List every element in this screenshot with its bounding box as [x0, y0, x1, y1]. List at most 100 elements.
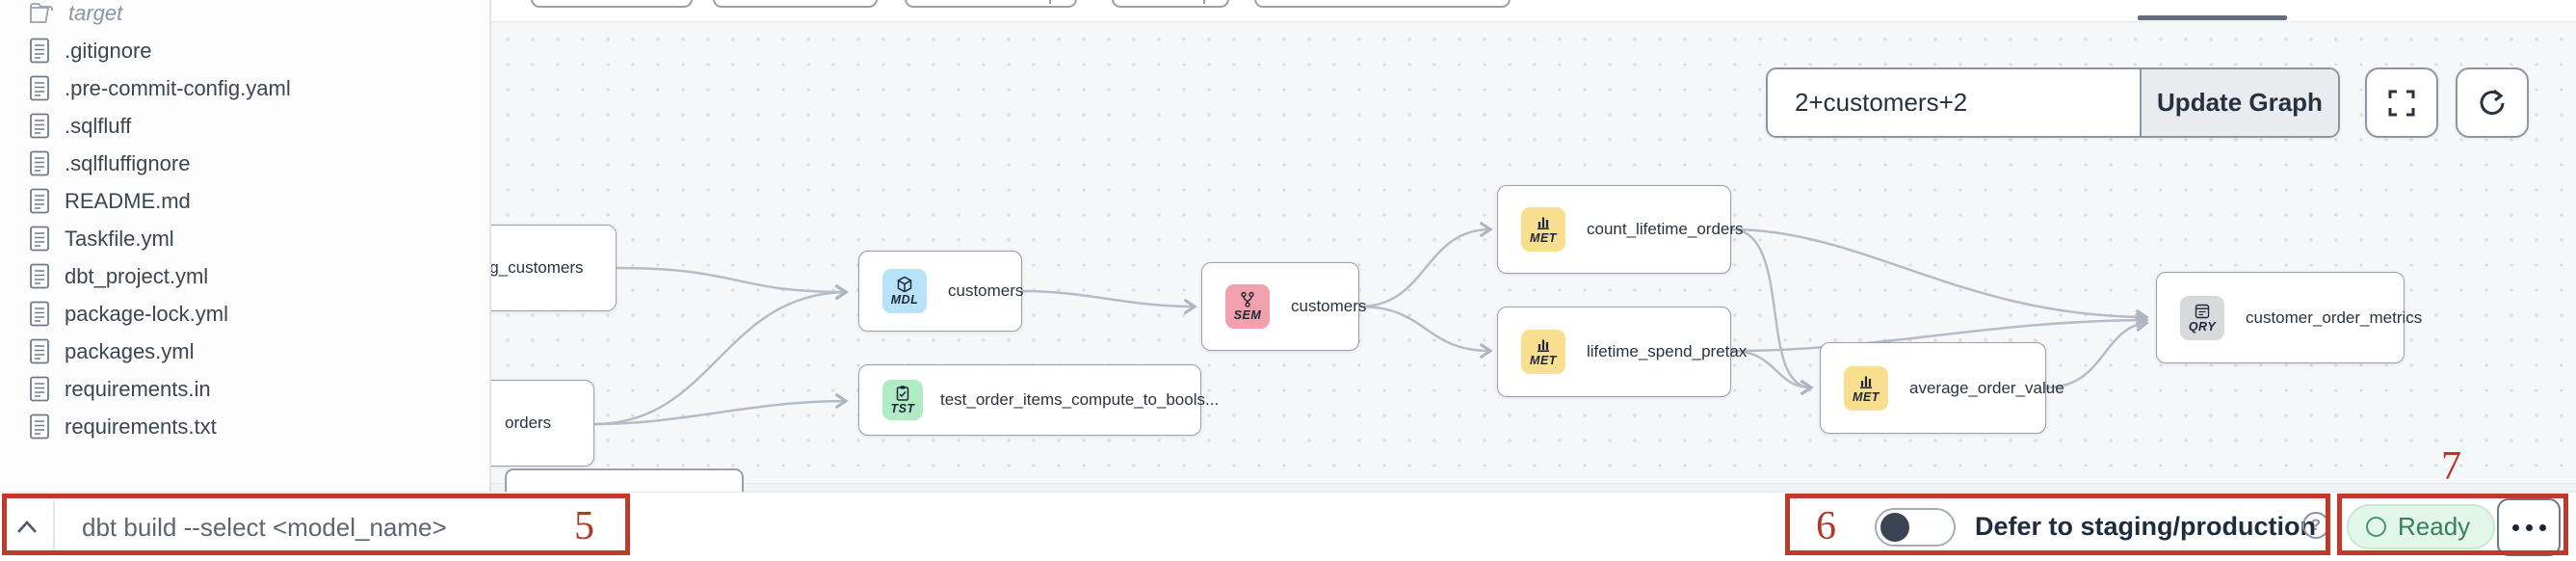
file-icon [29, 338, 50, 364]
file-icon [29, 414, 50, 440]
node-label: test_order_items_compute_to_bools... [940, 390, 1220, 409]
file-row[interactable]: .gitignore [0, 32, 489, 69]
file-name: .sqlfluffignore [65, 150, 191, 175]
ellipsis-icon [2538, 523, 2546, 531]
toolbar-button-cut-4[interactable] [1112, 0, 1229, 8]
badge-code: QRY [2188, 319, 2217, 334]
button-divider [1049, 0, 1051, 4]
lineage-node-test-order-items[interactable]: TST test_order_items_compute_to_bools... [858, 364, 1219, 436]
file-icon [29, 38, 50, 64]
node-label: customers [1291, 297, 1367, 315]
file-name: target [68, 0, 123, 25]
file-row-target[interactable]: target [0, 0, 489, 32]
folder-icon [29, 2, 54, 25]
test-badge: TST [882, 380, 923, 420]
bar-chart-icon [1860, 376, 1872, 388]
button-divider [1203, 0, 1205, 4]
update-graph-button[interactable]: Update Graph [2140, 69, 2338, 136]
refresh-icon [2480, 89, 2505, 115]
lineage-node-customers-model[interactable]: MDL customers [858, 251, 1024, 332]
more-options-button[interactable] [2497, 498, 2561, 556]
node-label: average_order_value [1909, 378, 2064, 397]
canvas-scrollbar-track[interactable] [489, 483, 2576, 493]
file-row[interactable]: Taskfile.yml [0, 220, 489, 257]
toolbar-button-cut-3[interactable] [905, 0, 1077, 8]
file-row[interactable]: dbt_project.yml [0, 257, 489, 295]
file-row[interactable]: requirements.txt [0, 408, 489, 445]
defer-toggle[interactable] [1875, 508, 1956, 547]
file-row[interactable]: README.md [0, 182, 489, 220]
clipboard-check-icon [896, 386, 909, 401]
command-bar: dbt build --select <model_name> [0, 492, 2576, 561]
query-window-icon [2195, 304, 2210, 318]
cube-icon [897, 276, 912, 293]
lineage-node-customers-semantic[interactable]: SEM customers [1201, 262, 1366, 351]
file-name: package-lock.yml [65, 301, 228, 326]
toggle-knob [1880, 513, 1909, 542]
bar-chart-icon [1538, 217, 1549, 230]
file-row[interactable]: requirements.in [0, 370, 489, 408]
node-label: customers [948, 281, 1024, 300]
file-icon [29, 376, 50, 402]
file-row[interactable]: .pre-commit-config.yaml [0, 69, 489, 107]
metric-badge: MET [1844, 365, 1888, 411]
file-row[interactable]: packages.yml [0, 333, 489, 370]
query-badge: QRY [2180, 295, 2224, 340]
refresh-button[interactable] [2456, 67, 2529, 138]
file-row[interactable]: .sqlfluffignore [0, 145, 489, 182]
bar-chart-icon [1538, 339, 1549, 353]
file-row[interactable]: .sqlfluff [0, 107, 489, 145]
file-icon [29, 188, 50, 214]
help-icon[interactable]: ? [2302, 512, 2329, 539]
badge-code: SEM [1233, 308, 1262, 323]
metric-badge: MET [1521, 207, 1565, 252]
file-icon [29, 301, 50, 327]
lineage-node-lifetime-spend-pretax[interactable]: MET lifetime_spend_pretax [1497, 307, 1747, 397]
file-icon [29, 150, 50, 176]
active-tab-indicator [2138, 15, 2287, 20]
file-icon [29, 263, 50, 289]
ellipsis-icon [2525, 523, 2533, 531]
branch-icon [1241, 292, 1254, 307]
file-name: requirements.in [65, 376, 211, 401]
node-label: stg_customers [477, 258, 584, 277]
status-badge[interactable]: Ready [2347, 504, 2496, 549]
badge-code: MET [1530, 354, 1557, 368]
file-name: README.md [65, 188, 191, 213]
toolbar-button-cut-1[interactable] [531, 0, 693, 8]
file-name: .sqlfluff [65, 113, 132, 138]
file-name: Taskfile.yml [65, 226, 174, 251]
file-explorer: target .gitignore .pre-commit-config.yam… [0, 0, 491, 492]
ellipsis-icon [2511, 523, 2519, 531]
file-name: packages.yml [65, 338, 195, 363]
cutoff-node [505, 468, 744, 494]
lineage-node-customer-order-metrics[interactable]: QRY customer_order_metrics [2156, 272, 2422, 363]
selector-group: 2+customers+2 Update Graph [1766, 67, 2340, 138]
metric-badge: MET [1521, 330, 1565, 374]
badge-code: MET [1853, 389, 1879, 404]
expand-command-bar-button[interactable] [0, 493, 53, 561]
file-icon [29, 226, 50, 252]
file-name: requirements.txt [65, 414, 217, 439]
lineage-node-count-lifetime-orders[interactable]: MET count_lifetime_orders [1497, 185, 1744, 274]
lineage-node-average-order-value[interactable]: MET average_order_value [1820, 342, 2064, 434]
node-label: lifetime_spend_pretax [1587, 342, 1748, 361]
defer-label: Defer to staging/production [1975, 511, 2316, 541]
status-label: Ready [2398, 512, 2471, 541]
file-name: .pre-commit-config.yaml [65, 75, 291, 100]
fullscreen-icon [2388, 90, 2415, 116]
badge-code: MDL [890, 293, 919, 307]
toolbar-button-cut-5[interactable] [1254, 0, 1511, 8]
file-name: dbt_project.yml [65, 263, 209, 288]
node-label: count_lifetime_orders [1587, 220, 1744, 238]
selector-input[interactable]: 2+customers+2 [1768, 69, 2140, 136]
fullscreen-button[interactable] [2365, 67, 2438, 138]
file-row[interactable]: package-lock.yml [0, 295, 489, 333]
command-input[interactable]: dbt build --select <model_name> [82, 512, 447, 542]
toolbar-button-cut-2[interactable] [713, 0, 878, 8]
model-badge: MDL [882, 269, 927, 313]
chevron-up-icon [16, 521, 37, 533]
badge-code: TST [890, 402, 915, 416]
semantic-badge: SEM [1225, 284, 1270, 329]
